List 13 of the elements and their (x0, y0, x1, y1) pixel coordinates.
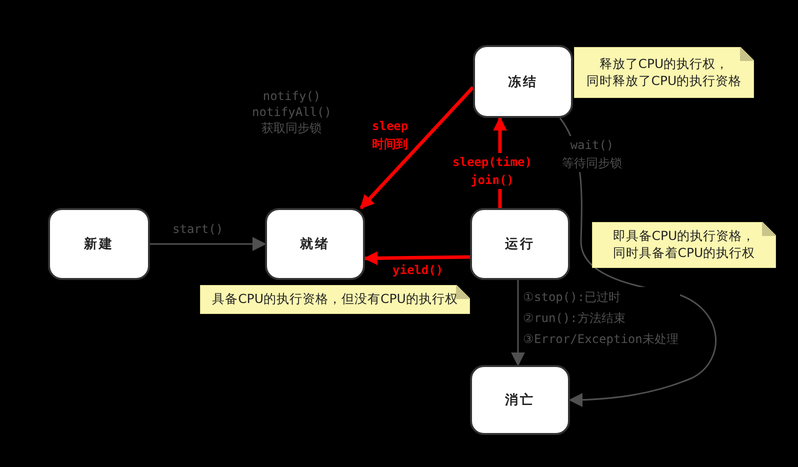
sticky-note: 即具备CPU的执行资格，同时具备着CPU的执行权 (592, 222, 776, 268)
sticky-note: 释放了CPU的执行权，同时释放了CPU的执行资格 (574, 47, 754, 98)
state-box: 就绪 (265, 208, 365, 280)
arrow (150, 237, 266, 251)
state-box: 冻结 (473, 45, 573, 118)
edge-label: wait() 等待同步锁 (560, 136, 624, 172)
arrow (364, 251, 470, 266)
state-box: 新建 (48, 208, 150, 280)
state-box: 消亡 (470, 365, 570, 435)
sticky-note: 具备CPU的执行资格，但没有CPU的执行权 (200, 285, 470, 314)
arrow (360, 86, 474, 210)
state-box: 运行 (470, 208, 570, 280)
arrow (511, 280, 525, 366)
